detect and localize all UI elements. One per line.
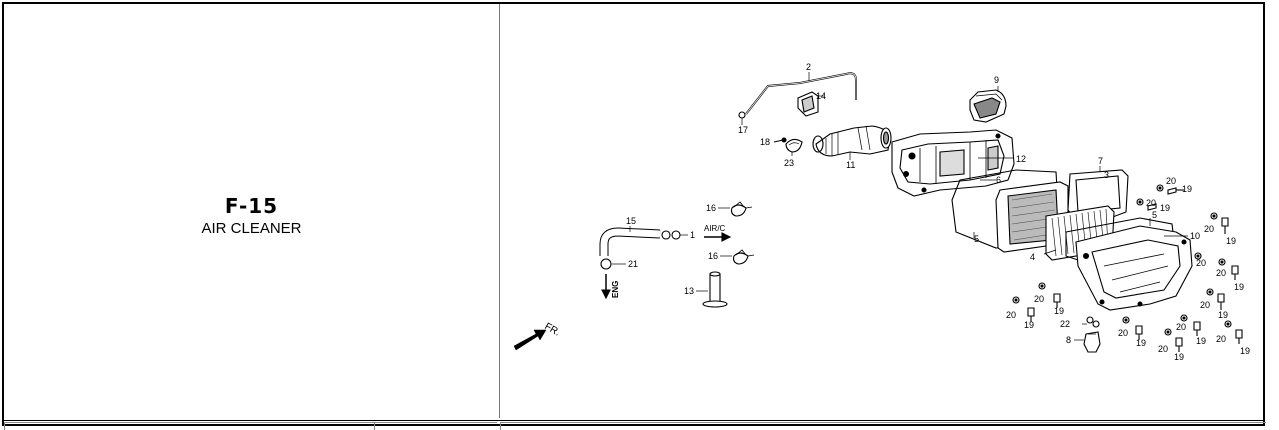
label-20: 20 <box>1158 344 1168 354</box>
label-19: 19 <box>1218 310 1228 320</box>
label-20: 20 <box>1176 322 1186 332</box>
section-title: AIR CLEANER <box>201 220 302 237</box>
label-19: 19 <box>1024 320 1034 330</box>
label-15: 15 <box>626 216 636 226</box>
label-1: 1 <box>690 230 695 240</box>
label-20: 20 <box>1034 294 1044 304</box>
label-22: 22 <box>1060 319 1070 329</box>
label-20: 20 <box>1166 176 1176 186</box>
label-19: 19 <box>1054 306 1064 316</box>
label-19: 19 <box>1196 336 1206 346</box>
label-17: 17 <box>738 125 748 135</box>
bolt-set <box>1012 184 1243 352</box>
label-6: 6 <box>996 175 1001 185</box>
label-12: 12 <box>1016 154 1026 164</box>
label-3: 3 <box>1104 170 1109 180</box>
label-16a: 16 <box>706 203 716 213</box>
label-4: 4 <box>1030 252 1035 262</box>
label-8: 8 <box>1066 335 1071 345</box>
label-19: 19 <box>1174 352 1184 362</box>
label-20: 20 <box>1118 328 1128 338</box>
label-5a: 5 <box>974 234 979 244</box>
table-cell <box>374 422 497 430</box>
label-20: 20 <box>1204 224 1214 234</box>
label-19: 19 <box>1136 338 1146 348</box>
label-19: 19 <box>1182 184 1192 194</box>
page-frame <box>2 2 1265 426</box>
section-code: F-15 <box>224 194 279 218</box>
label-5b: 5 <box>1152 210 1157 220</box>
label-front: FR. <box>543 321 562 339</box>
label-11: 11 <box>846 160 855 170</box>
label-2: 2 <box>806 62 811 72</box>
label-23: 23 <box>784 158 794 168</box>
label-19: 19 <box>1234 282 1244 292</box>
label-20: 20 <box>1146 198 1156 208</box>
label-20: 20 <box>1200 300 1210 310</box>
label-eng: ENG <box>611 281 620 298</box>
label-20: 20 <box>1216 334 1226 344</box>
label-13: 13 <box>684 286 694 296</box>
label-19: 19 <box>1160 203 1170 213</box>
label-9: 9 <box>994 75 999 85</box>
label-air-c: AIR/C <box>704 224 726 233</box>
label-19: 19 <box>1226 236 1236 246</box>
table-cell <box>4 422 375 430</box>
table-cell <box>500 422 1266 430</box>
label-20: 20 <box>1196 258 1206 268</box>
label-20: 20 <box>1216 268 1226 278</box>
label-21: 21 <box>628 259 638 269</box>
label-20: 20 <box>1006 310 1016 320</box>
title-panel: F-15 AIR CLEANER <box>4 4 499 418</box>
label-16b: 16 <box>708 251 718 261</box>
label-18: 18 <box>760 137 770 147</box>
label-7: 7 <box>1098 156 1103 166</box>
parts-table-header <box>4 422 1266 430</box>
exploded-diagram: 2 9 14 17 18 23 11 12 6 7 3 5 5 4 10 20 … <box>513 62 1250 362</box>
bottom-rule <box>4 420 1265 421</box>
label-19: 19 <box>1240 346 1250 356</box>
label-14: 14 <box>816 91 826 101</box>
diagram-panel: 2 9 14 17 18 23 11 12 6 7 3 5 5 4 10 20 … <box>500 4 1265 418</box>
panel-divider <box>499 4 500 418</box>
label-10: 10 <box>1190 231 1200 241</box>
